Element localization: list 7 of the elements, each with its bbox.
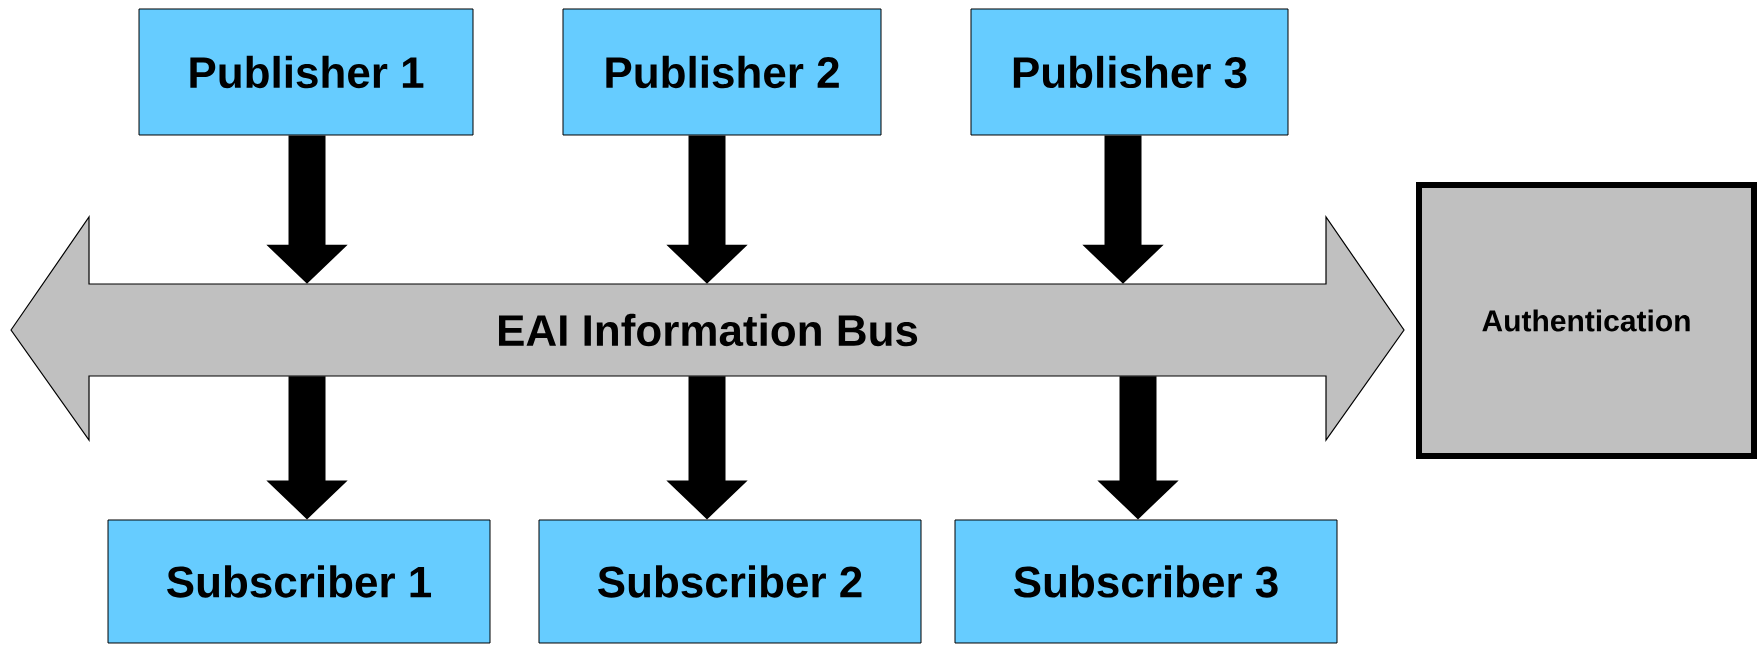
publisher-box: Publisher 3 [970, 8, 1289, 136]
authentication-box: Authentication [1416, 182, 1757, 459]
publisher-box: Publisher 1 [138, 8, 474, 136]
subscriber-box: Subscriber 3 [954, 519, 1338, 644]
subscriber-box: Subscriber 2 [538, 519, 922, 644]
subscriber-box: Subscriber 1 [107, 519, 491, 644]
publisher-box: Publisher 2 [562, 8, 882, 136]
